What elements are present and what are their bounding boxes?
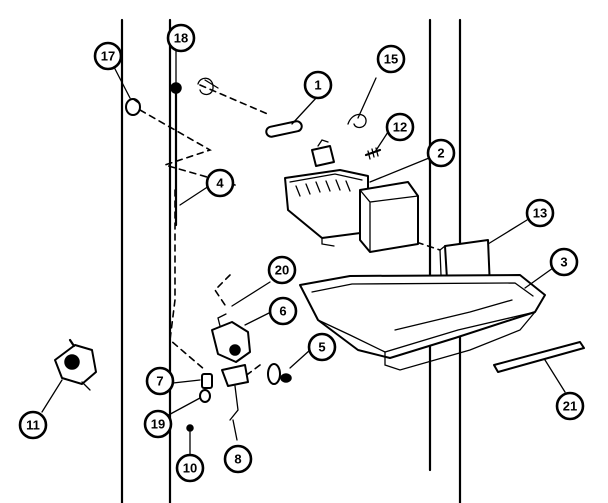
part-19-grommet xyxy=(199,389,211,403)
svg-text:7: 7 xyxy=(156,374,163,389)
callout-7: 7 xyxy=(145,366,175,396)
svg-text:15: 15 xyxy=(384,52,398,67)
callout-15: 15 xyxy=(376,44,406,74)
svg-text:17: 17 xyxy=(101,49,115,64)
svg-text:10: 10 xyxy=(183,461,197,476)
part-17-fitting xyxy=(125,98,141,116)
svg-text:19: 19 xyxy=(151,417,165,432)
callout-4: 4 xyxy=(205,168,235,198)
callout-20: 20 xyxy=(267,255,297,285)
part-15-spring xyxy=(347,113,367,129)
callout-21: 21 xyxy=(555,391,585,421)
part-18-grommet xyxy=(170,82,182,94)
svg-text:2: 2 xyxy=(437,146,444,161)
part-8-bracket xyxy=(221,364,249,421)
svg-text:12: 12 xyxy=(393,120,407,135)
callout-8: 8 xyxy=(223,444,253,474)
callout-6: 6 xyxy=(268,296,298,326)
part-12-screw xyxy=(364,147,382,160)
callout-10: 10 xyxy=(175,453,205,483)
svg-text:6: 6 xyxy=(279,304,286,319)
part-6-valve xyxy=(211,313,251,363)
callout-11: 11 xyxy=(18,410,48,440)
callout-17: 17 xyxy=(93,41,123,71)
svg-text:5: 5 xyxy=(318,340,325,355)
svg-text:4: 4 xyxy=(216,176,224,191)
part-11-water-valve xyxy=(54,338,97,391)
leader-lines xyxy=(41,49,566,456)
part-1-heater xyxy=(265,120,303,138)
callout-12: 12 xyxy=(385,112,415,142)
callout-1: 1 xyxy=(303,70,333,100)
svg-text:11: 11 xyxy=(26,418,40,433)
svg-text:8: 8 xyxy=(234,452,241,467)
svg-text:3: 3 xyxy=(560,255,567,270)
callout-13: 13 xyxy=(525,198,555,228)
callout-3: 3 xyxy=(549,247,579,277)
svg-text:1: 1 xyxy=(314,78,321,93)
svg-text:20: 20 xyxy=(275,263,289,278)
svg-text:18: 18 xyxy=(174,31,188,46)
part-2-ice-maker xyxy=(284,139,419,253)
callout-19: 19 xyxy=(143,409,173,439)
part-10-screw xyxy=(186,424,194,432)
callout-18: 18 xyxy=(166,23,196,53)
part-3-ice-bin xyxy=(299,274,546,371)
part-21-strip xyxy=(493,341,585,373)
part-5-washer xyxy=(267,363,292,385)
callout-2: 2 xyxy=(426,138,456,168)
part-clip xyxy=(197,77,219,96)
callout-5: 5 xyxy=(307,332,337,362)
svg-text:13: 13 xyxy=(533,206,547,221)
svg-text:21: 21 xyxy=(563,399,577,414)
part-7-clip xyxy=(201,373,213,389)
